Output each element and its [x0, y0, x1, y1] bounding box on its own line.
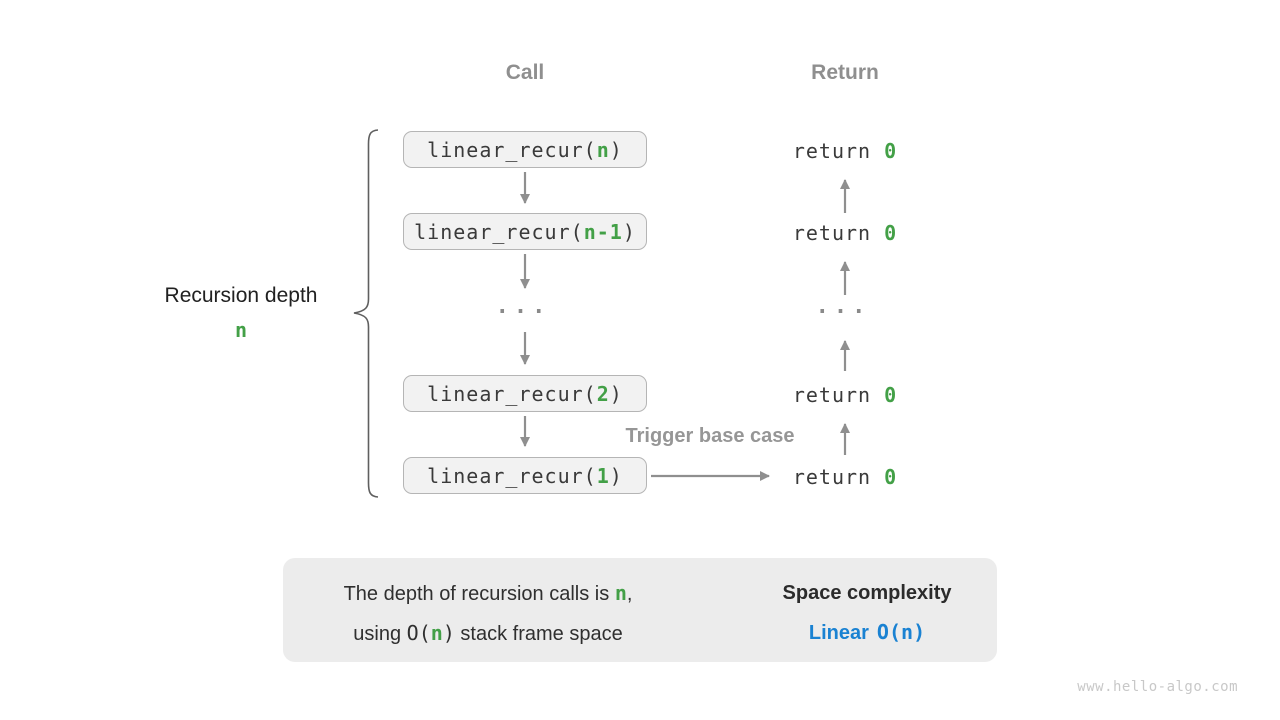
- summary-line-1: The depth of recursion calls is n,: [288, 574, 688, 614]
- return-statement: return 0: [745, 381, 945, 409]
- code-text: ): [913, 620, 926, 644]
- return-value: 0: [884, 383, 898, 407]
- code-text: linear_recur(: [427, 381, 597, 406]
- code-text: O(: [876, 620, 902, 644]
- call-frame-n: linear_recur(n): [403, 131, 647, 168]
- code-text: linear_recur(: [414, 219, 584, 244]
- code-text: ): [609, 137, 623, 162]
- summary-arg: n: [430, 621, 443, 645]
- summary-statement: The depth of recursion calls is n, using…: [288, 574, 688, 654]
- recursion-depth-label: Recursion depth n: [141, 284, 341, 342]
- recursion-depth-value: n: [234, 318, 248, 342]
- summary-panel: [283, 558, 997, 662]
- code-text: return: [792, 221, 885, 245]
- recursion-depth-text: Recursion depth: [164, 284, 318, 307]
- recursion-depth-brace-icon: [353, 129, 379, 498]
- return-statement: return 0: [745, 137, 945, 165]
- code-arg: 1: [596, 463, 610, 488]
- big-o-notation: O(n): [407, 621, 455, 645]
- complexity-class-label: Linear: [808, 622, 869, 644]
- call-ellipsis: ...: [495, 294, 551, 319]
- summary-text: using: [353, 623, 407, 645]
- call-column-header: Call: [505, 61, 545, 84]
- code-text: ): [442, 621, 455, 645]
- code-text: return: [792, 139, 885, 163]
- return-column-header: Return: [811, 61, 879, 84]
- trigger-base-case-label: Trigger base case: [625, 425, 795, 447]
- call-frame-1: linear_recur(1): [403, 457, 647, 494]
- summary-text: ,: [626, 583, 633, 605]
- return-value: 0: [884, 465, 898, 489]
- summary-text: The depth of recursion calls is: [343, 583, 615, 605]
- complexity-result: Space complexity Linear O(n): [756, 574, 978, 653]
- complexity-title: Space complexity: [782, 582, 952, 604]
- big-o-notation: O(n): [877, 620, 925, 644]
- watermark: www.hello-algo.com: [1077, 679, 1238, 695]
- code-text: O(: [406, 621, 431, 645]
- code-arg: n-1: [583, 219, 623, 244]
- code-arg: n: [596, 137, 610, 162]
- return-statement: return 0: [745, 463, 945, 491]
- code-text: linear_recur(: [427, 463, 597, 488]
- return-statement: return 0: [745, 219, 945, 247]
- return-value: 0: [884, 139, 898, 163]
- code-text: ): [622, 219, 636, 244]
- summary-arg: n: [614, 581, 627, 605]
- call-frame-2: linear_recur(2): [403, 375, 647, 412]
- complexity-arg: n: [901, 620, 914, 644]
- call-frame-n-1: linear_recur(n-1): [403, 213, 647, 250]
- return-value: 0: [884, 221, 898, 245]
- code-text: linear_recur(: [427, 137, 597, 162]
- summary-text: stack frame space: [454, 623, 623, 645]
- code-arg: 2: [596, 381, 610, 406]
- code-text: return: [792, 383, 885, 407]
- code-text: ): [609, 463, 623, 488]
- complexity-value: Linear O(n): [756, 613, 978, 653]
- code-text: return: [792, 465, 885, 489]
- return-ellipsis: ...: [815, 294, 871, 319]
- summary-line-2: using O(n) stack frame space: [288, 614, 688, 654]
- code-text: ): [609, 381, 623, 406]
